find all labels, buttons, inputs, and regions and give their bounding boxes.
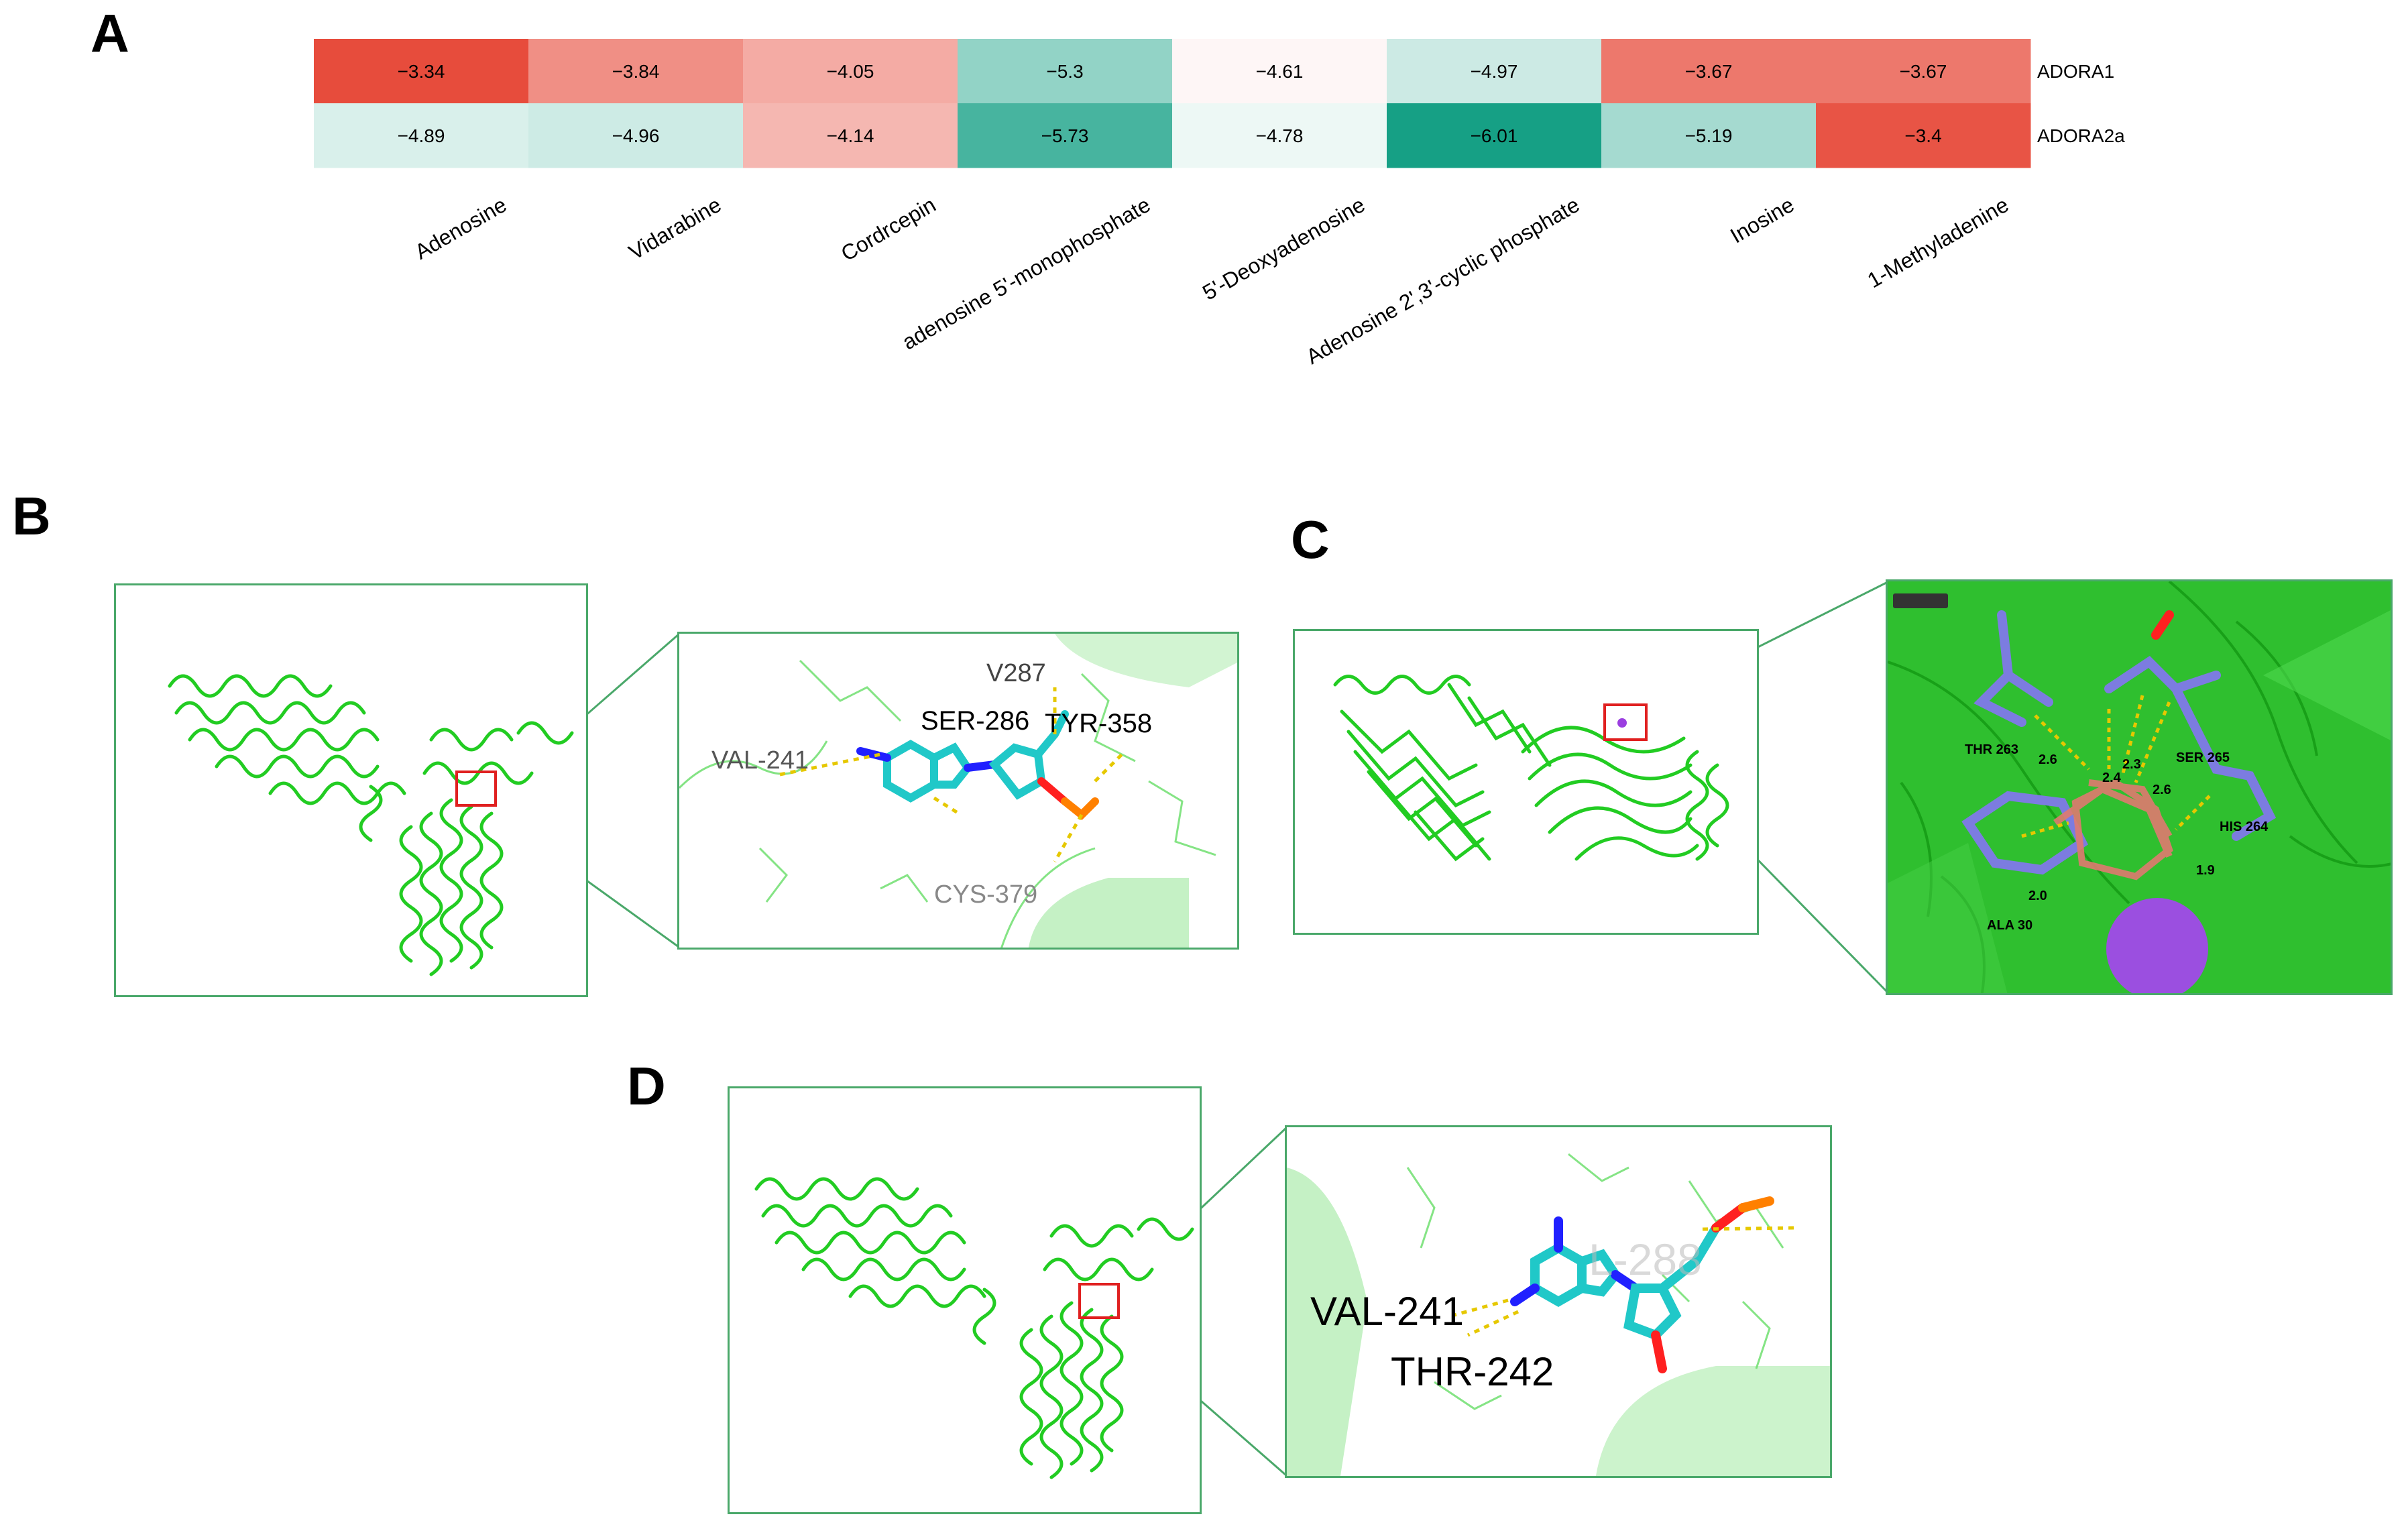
heatmap-value-label: −4.14: [827, 125, 874, 146]
heatmap-row-label: ADORA2a: [2037, 125, 2125, 146]
panel-d-zoom: L-288 VAL-241 THR-242: [1285, 1125, 1832, 1478]
heatmap-value-label: −3.67: [1685, 61, 1733, 82]
heatmap-row-label: ADORA1: [2037, 61, 2114, 82]
residue-label-val241-d: VAL-241: [1310, 1289, 1465, 1334]
ligand-view-d: L-288: [1287, 1153, 1830, 1476]
heatmap-column-label: 5'-Deoxyadenosine: [1198, 192, 1369, 305]
heatmap-value-label: −4.78: [1256, 125, 1304, 146]
distance-label-2-0: 2.0: [2028, 889, 2047, 903]
protein-cartoon-c: [1333, 675, 1729, 862]
heatmap-value-label: −3.67: [1900, 61, 1947, 82]
heatmap-column-label: Vidarabine: [624, 192, 725, 264]
heatmap-value-label: −5.19: [1685, 125, 1733, 146]
heatmap-cell: [1172, 103, 1387, 168]
heatmap-value-label: −4.97: [1471, 61, 1518, 82]
heatmap-cell: [314, 39, 529, 104]
heatmap-cell: [958, 103, 1173, 168]
heatmap-cell: [528, 103, 744, 168]
heatmap-value-label: −3.4: [1904, 125, 1941, 146]
heatmap-cell: [1172, 39, 1387, 104]
heatmap-value-label: −5.3: [1046, 61, 1083, 82]
residue-label-ser265: SER 265: [2176, 750, 2230, 765]
heatmap-cell: [528, 39, 744, 104]
residue-label-his264: HIS 264: [2220, 819, 2269, 834]
heatmap-cell: [958, 39, 1173, 104]
distance-label-2-4: 2.4: [2102, 771, 2121, 785]
residue-label-cys379: CYS-379: [934, 880, 1038, 909]
heatmap-column-label: 1-Methyladenine: [1864, 192, 2013, 292]
protein-cartoon-d: [754, 1177, 1194, 1479]
heatmap-cell: [1816, 39, 2031, 104]
residue-label-thr263: THR 263: [1965, 742, 2019, 757]
panel-b-zoom: VAL-241 V287 SER-286 TYR-358 CYS-379: [677, 632, 1239, 950]
distance-label-2-6-a: 2.6: [2039, 752, 2057, 767]
heatmap-cell: [1601, 103, 1817, 168]
heatmap-value-label: −3.34: [398, 61, 445, 82]
heatmap-cell: [314, 103, 529, 168]
panel-letter-a: A: [91, 3, 129, 63]
residue-label-tyr358: TYR-358: [1045, 709, 1153, 738]
binding-site-box-b: [455, 771, 497, 807]
panel-c-zoom: THR 263 2.6 2.3 2.4 2.6 SER 265 HIS 264 …: [1886, 579, 2393, 995]
panel-letter-b: B: [12, 486, 51, 546]
residue-label-thr242: THR-242: [1391, 1349, 1554, 1394]
heatmap-chart: −3.34 −3.84 −4.05 −5.3 −4.61 −4.97 −3.67 −3.67 −…: [314, 39, 2125, 369]
distance-label-2-3: 2.3: [2122, 757, 2141, 772]
residue-label-ala30: ALA 30: [1987, 918, 2033, 933]
protein-cartoon-b: [168, 674, 574, 976]
heatmap-cell: [743, 39, 958, 104]
heatmap-column-label: adenosine 5'-monophosphate: [898, 192, 1154, 355]
residue-label-v287: V287: [986, 659, 1046, 687]
binding-site-box-d: [1078, 1283, 1120, 1319]
viewer-widget: [1893, 593, 1948, 608]
distance-label-2-6-b: 2.6: [2153, 783, 2171, 797]
heatmap-column-label: Inosine: [1726, 192, 1798, 248]
residue-label-ser286: SER-286: [921, 706, 1030, 736]
heatmap-value-label: −4.96: [612, 125, 660, 146]
distance-label-1-9: 1.9: [2196, 863, 2215, 878]
heatmap-value-label: −5.73: [1041, 125, 1089, 146]
heatmap-value-label: −6.01: [1471, 125, 1518, 146]
heatmap-value-label: −3.84: [612, 61, 660, 82]
heatmap-cell: [1387, 103, 1602, 168]
heatmap-cell: [1601, 39, 1817, 104]
heatmap-cell: [1387, 39, 1602, 104]
panel-letter-d: D: [627, 1056, 666, 1116]
panel-letter-c: C: [1291, 510, 1330, 569]
panel-c-overview: [1293, 629, 1759, 935]
ligand-view-b: [679, 634, 1237, 948]
binding-site-box-c: [1603, 703, 1648, 741]
heatmap-value-label: −4.61: [1256, 61, 1304, 82]
panel-b-overview: [114, 583, 588, 997]
heatmap-cell: [743, 103, 958, 168]
ligand-view-c: [1888, 581, 2391, 993]
svg-text:L-288: L-288: [1589, 1235, 1702, 1284]
heatmap-value-label: −4.89: [398, 125, 445, 146]
heatmap-column-label: Cordrcepin: [837, 192, 940, 266]
heatmap-value-label: −4.05: [827, 61, 874, 82]
heatmap-cell: [1816, 103, 2031, 168]
heatmap-column-label: Adenosine: [411, 192, 511, 264]
panel-d-overview: [728, 1086, 1202, 1514]
residue-label-val241-b: VAL-241: [711, 746, 809, 775]
